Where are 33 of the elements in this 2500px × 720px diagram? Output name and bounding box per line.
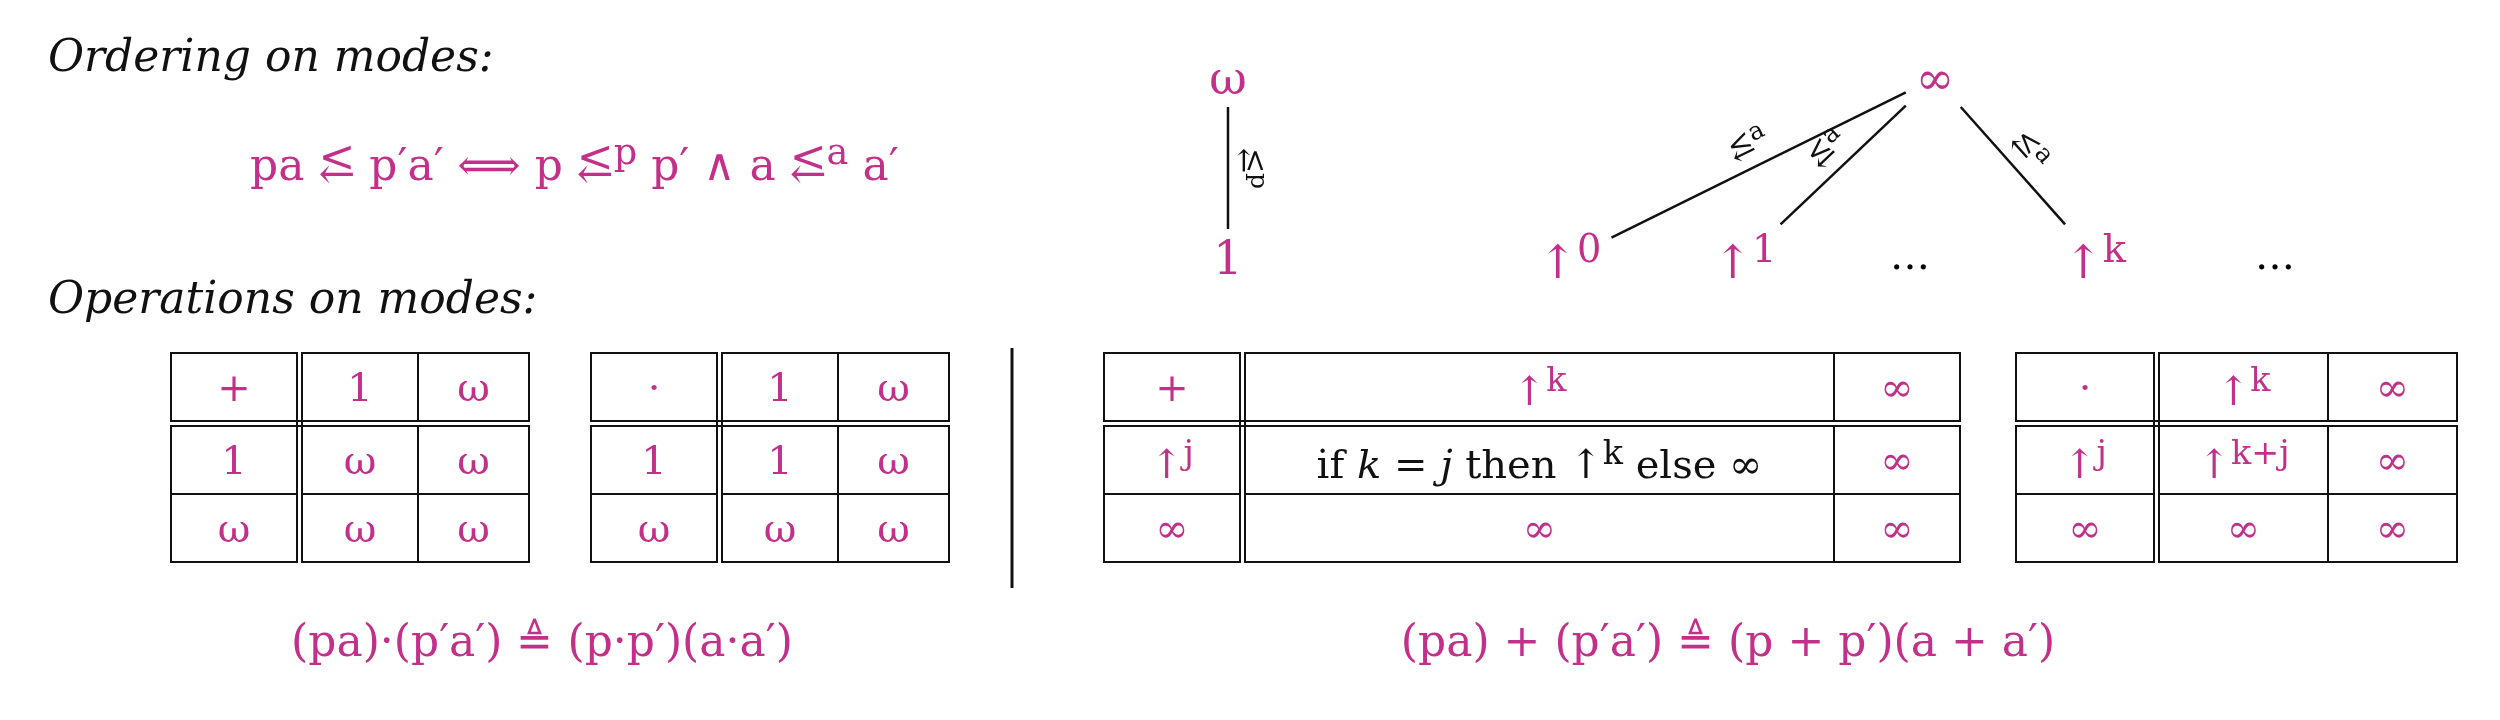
order-line bbox=[1779, 104, 1907, 226]
table-cell: · bbox=[2016, 353, 2157, 424]
formula: pa ⥶ p′a′ ⟺ p ⥶$^{p}$ p′ ∧ a ⥶$^{a}$ a′ bbox=[250, 130, 899, 190]
math-symbol: ω bbox=[1205, 53, 1251, 103]
ellipsis: … bbox=[2255, 232, 2295, 278]
table-cell: ω bbox=[418, 353, 529, 424]
math-symbol: ∞ bbox=[1911, 53, 1959, 103]
table-cell: ∞ bbox=[1834, 353, 1960, 424]
table-cell: + bbox=[171, 353, 300, 424]
order-line bbox=[1226, 107, 1230, 229]
math-symbol: ↑$^{0}$ bbox=[1534, 228, 1606, 288]
table-cell: ω bbox=[838, 494, 949, 562]
order-line bbox=[1610, 91, 1907, 239]
ellipsis: … bbox=[1890, 232, 1930, 278]
table-cell: ∞ bbox=[1104, 494, 1243, 562]
heading: Operations on modes: bbox=[48, 272, 538, 323]
formula: (pa) + (p′a′) ≜ (p + p′)(a + a′) bbox=[1400, 615, 2056, 666]
heading: Ordering on modes: bbox=[48, 30, 494, 81]
table-cell: · bbox=[591, 353, 720, 424]
table-cell: ω bbox=[838, 353, 949, 424]
formula: (pa)·(p′a′) ≜ (p·p′)(a·a′) bbox=[291, 615, 793, 666]
table-cell: ω bbox=[171, 494, 300, 562]
table-cell: ∞ bbox=[2328, 494, 2457, 562]
math-symbol: 1 bbox=[1209, 233, 1247, 283]
table-cell: ∞ bbox=[1834, 494, 1960, 562]
table-cell: ω bbox=[418, 494, 529, 562]
table-cell: ∞ bbox=[2328, 353, 2457, 424]
table-cell: ω bbox=[591, 494, 720, 562]
order-line bbox=[1959, 106, 2066, 226]
table-cell: + bbox=[1104, 353, 1243, 424]
table-cell: ∞ bbox=[2016, 494, 2157, 562]
math-symbol: ↑$^{1}$ bbox=[1709, 228, 1781, 288]
math-symbol: ↑$^{k}$ bbox=[2060, 228, 2130, 288]
